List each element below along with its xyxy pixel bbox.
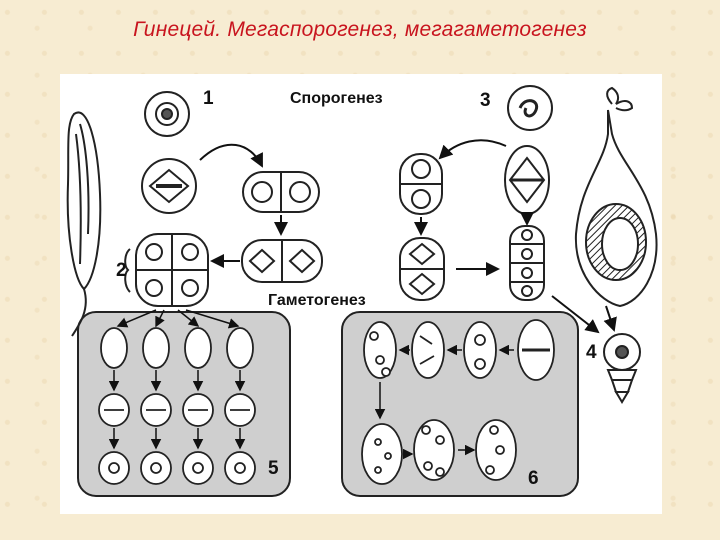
arrow-1 (199, 143, 263, 168)
arrow-8 (551, 295, 600, 334)
tetrad-cells (135, 233, 209, 307)
dyad-cells (242, 171, 320, 213)
stage3-meiosis (504, 145, 550, 215)
slide-title: Гинецей. Мегаспорогенез, мегагаметогенез (133, 18, 587, 41)
stage-label-1: 1 (203, 88, 214, 109)
bracket-2 (124, 248, 131, 293)
sporogenesis-heading: Спорогенез (290, 90, 383, 107)
stage-label-2: 2 (116, 260, 127, 281)
stage-label-4: 4 (586, 342, 597, 363)
arrows-left-columns (108, 370, 246, 450)
elongated-ovule (66, 111, 102, 337)
stage-label-5: 5 (268, 458, 279, 479)
arrow-4 (438, 139, 507, 160)
arrows-left-panel (116, 309, 240, 329)
gametogenesis-heading: Гаметогенез (268, 292, 366, 309)
dyad-division (241, 239, 323, 283)
stage3-dyad-division (399, 237, 445, 301)
stage-label-6: 6 (528, 468, 539, 489)
stage3-cell (507, 85, 553, 131)
arrows-right-panel (374, 344, 514, 460)
arrow-9 (603, 305, 617, 332)
monosporic-development (98, 327, 256, 485)
ovary-drawing (574, 86, 658, 308)
stage3-tetrad (509, 225, 545, 301)
stage-label-3: 3 (480, 90, 491, 111)
stage3-dyad (399, 153, 443, 215)
stage4-cell (603, 333, 641, 404)
meiosis-cell (141, 158, 197, 214)
megasporocyte-cell (144, 91, 190, 137)
diagram-drawing (66, 85, 658, 497)
bisporic-development (361, 319, 555, 485)
gynoecium-diagram: Спорогенез Гаметогенез 1 2 3 4 5 6 (60, 74, 662, 514)
